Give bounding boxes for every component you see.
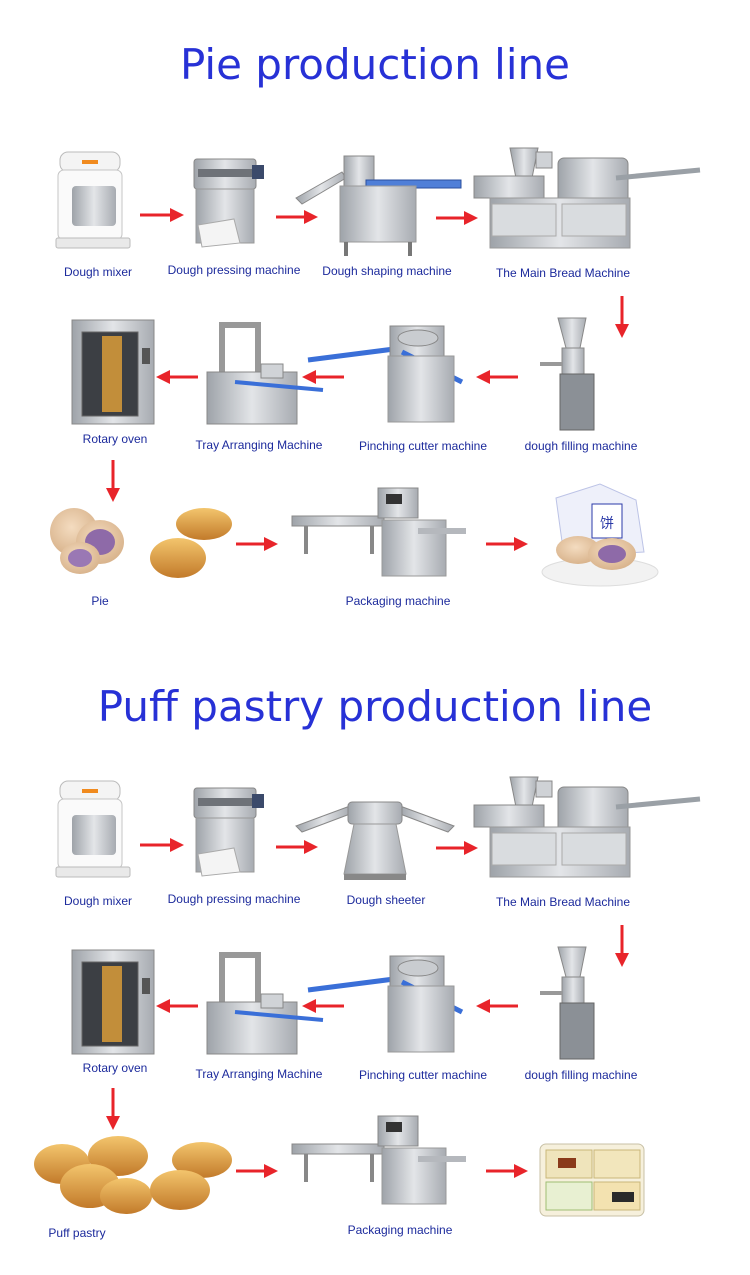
arrow-down [615, 296, 629, 338]
svg-text:饼: 饼 [600, 516, 614, 532]
arrow-right [236, 1164, 278, 1178]
label-packaging-machine: Packaging machine [347, 1223, 453, 1237]
label-dough-pressing-machine: Dough pressing machine [167, 892, 301, 906]
packaged-puff-pastry-image [538, 1140, 648, 1220]
label-dough-pressing-machine: Dough pressing machine [167, 263, 301, 277]
dough-pressing-machine-image [190, 784, 268, 878]
main-bread-machine-image [466, 147, 702, 254]
packaging-machine-image [290, 486, 470, 580]
label-dough-sheeter: Dough sheeter [346, 893, 426, 907]
tray-arranging-machine-image [205, 320, 325, 430]
dough-sheeter-image [295, 796, 456, 886]
arrow-right [236, 537, 278, 551]
arrow-right [486, 537, 528, 551]
arrow-left [476, 370, 518, 384]
arrow-down [615, 925, 629, 967]
label-pie: Pie [91, 594, 109, 608]
pie-image [44, 502, 234, 584]
arrow-down [106, 1088, 120, 1130]
label-dough-shaping-machine: Dough shaping machine [322, 264, 452, 278]
arrow-right [486, 1164, 528, 1178]
arrow-right [436, 841, 478, 855]
tray-arranging-machine-image [205, 950, 325, 1060]
arrow-left [156, 999, 198, 1013]
pinching-cutter-machine-image [306, 322, 466, 432]
dough-pressing-machine-image [190, 155, 268, 249]
packaging-machine-image [290, 1114, 470, 1208]
label-dough-filling-machine: dough filling machine [524, 1068, 638, 1082]
pinching-cutter-machine-image [306, 952, 466, 1062]
label-tray-arranging-machine: Tray Arranging Machine [195, 438, 323, 452]
label-dough-mixer: Dough mixer [63, 265, 133, 279]
label-tray-arranging-machine: Tray Arranging Machine [195, 1067, 323, 1081]
main-bread-machine-image [466, 776, 702, 883]
label-packaging-machine: Packaging machine [345, 594, 451, 608]
section-title: Pie production line [180, 40, 570, 89]
section-title: Puff pastry production line [97, 682, 653, 731]
label-puff-pastry: Puff pastry [48, 1226, 106, 1240]
arrow-left [302, 370, 344, 384]
label-pinching-cutter-machine: Pinching cutter machine [358, 439, 488, 453]
arrow-right [140, 208, 184, 222]
label-rotary-oven: Rotary oven [82, 1061, 148, 1075]
dough-filling-machine-image [540, 946, 600, 1061]
packaged-pie-image: 饼 [536, 483, 660, 590]
rotary-oven-image [70, 318, 156, 426]
label-main-bread-machine: The Main Bread Machine [495, 895, 631, 909]
label-dough-mixer: Dough mixer [63, 894, 133, 908]
arrow-left [302, 999, 344, 1013]
dough-shaping-machine-image [295, 150, 466, 260]
puff-pastry-image [30, 1130, 235, 1222]
dough-filling-machine-image [540, 317, 600, 432]
arrow-right [436, 211, 478, 225]
arrow-down [106, 460, 120, 502]
dough-mixer-image [52, 151, 132, 250]
arrow-right [276, 840, 318, 854]
label-main-bread-machine: The Main Bread Machine [495, 266, 631, 280]
arrow-right [140, 838, 184, 852]
rotary-oven-image [70, 948, 156, 1056]
arrow-left [156, 370, 198, 384]
label-dough-filling-machine: dough filling machine [524, 439, 638, 453]
label-rotary-oven: Rotary oven [82, 432, 148, 446]
dough-mixer-image [52, 780, 132, 879]
arrow-right [276, 210, 318, 224]
label-pinching-cutter-machine: Pinching cutter machine [358, 1068, 488, 1082]
arrow-left [476, 999, 518, 1013]
